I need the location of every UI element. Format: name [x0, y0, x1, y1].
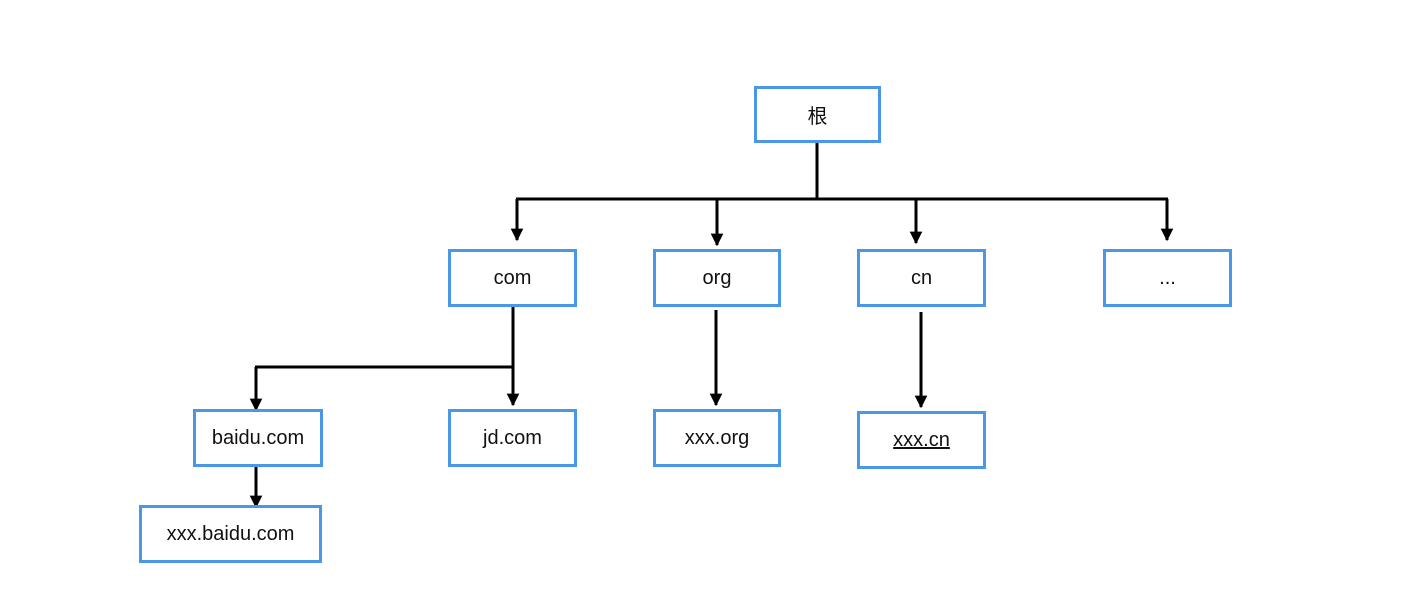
node-baidu-label: baidu.com	[211, 426, 305, 449]
node-xxx-org: xxx.org	[653, 409, 781, 467]
node-jd-label: jd.com	[483, 426, 542, 449]
node-com-label: com	[493, 266, 532, 289]
node-xxx-org-label: xxx.org	[684, 426, 750, 449]
node-xxx-cn: xxx.cn	[857, 411, 986, 469]
node-com: com	[448, 249, 577, 307]
node-baidu: baidu.com	[193, 409, 323, 467]
node-org-label: org	[702, 266, 732, 289]
node-xxx-baidu: xxx.baidu.com	[139, 505, 322, 563]
node-cn: cn	[857, 249, 986, 307]
node-root: 根	[754, 86, 881, 143]
node-more-label: ...	[1159, 266, 1176, 289]
node-cn-label: cn	[910, 266, 933, 289]
node-xxx-cn-label: xxx.cn	[893, 428, 950, 451]
node-jd: jd.com	[448, 409, 577, 467]
node-root-label: 根	[807, 104, 828, 128]
node-org: org	[653, 249, 781, 307]
node-more: ...	[1103, 249, 1232, 307]
node-xxx-baidu-label: xxx.baidu.com	[166, 522, 295, 545]
